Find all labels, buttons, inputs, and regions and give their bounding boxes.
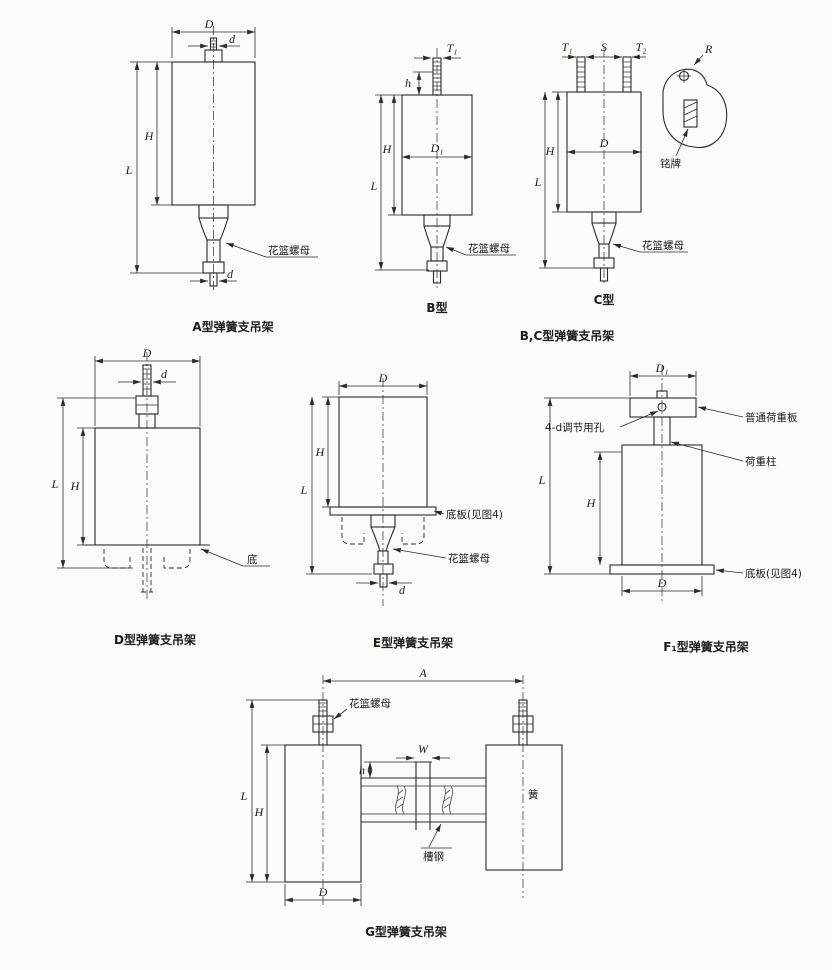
fig-g-dim-W: W [418,742,429,756]
fig-c-dim-L: L [534,175,542,189]
fig-a-dim-D: D [204,17,214,31]
fig-a-turnbuckle-label: 花篮螺母 [268,244,310,257]
fig-b-dim-D1: D₁ [430,141,444,155]
fig-a-dim-d-bottom: d [227,267,234,281]
fig-d-bottom-label: 底 [247,553,258,566]
fig-e-caption: E型弹簧支吊架 [373,635,453,650]
nameplate-detail: R 铭牌 [660,42,728,170]
fig-b-dim-H: H [382,142,393,156]
fig-d-dim-H: H [70,479,81,493]
fig-b-turnbuckle-label: 花篮螺母 [468,242,510,255]
fig-f1-dim-H: H [586,496,597,510]
fig-a-dim-H: H [144,129,155,143]
fig-f1-dim-D1: D₁ [655,361,669,375]
fig-g-dim-L: L [240,789,248,803]
fig-g-turnbuckle-label: 花篮螺母 [349,697,391,710]
fig-e-turnbuckle-label: 花篮螺母 [448,552,490,565]
fig-c-dim-S: S [601,40,607,54]
figure-e: D H L d 底板(见图4) 花篮螺母 E型弹簧支吊架 [300,371,503,650]
fig-f1-load-plate-label: 普通荷重板 [745,411,798,424]
fig-g-dim-H: H [254,805,265,819]
fig-g-dim-A: A [418,666,427,680]
fig-bc-group-caption: B,C型弹簧支吊架 [520,328,615,343]
fig-b-dim-L: L [370,179,378,193]
fig-e-dim-D: D [378,371,388,385]
fig-d-dim-d: d [161,367,168,381]
figure-a: D d H L d 花篮螺母 A型弹簧支吊架 [125,17,318,334]
figure-g: A 花篮螺母 W h [240,666,563,939]
fig-g-dim-D: D [318,885,328,899]
fig-b-dim-h: h [405,76,411,90]
fig-a-dim-d-top: d [229,32,236,46]
fig-c-dim-D: D [599,136,609,150]
figure-b: T₁ h D₁ H L 花篮螺母 B型 [370,41,516,315]
fig-b-caption: B型 [426,300,447,315]
fig-e-dim-L: L [300,483,308,497]
fig-f1-dim-D: D [657,576,667,590]
fig-f1-adjust-holes-label: 4-d调节用孔 [545,421,605,434]
fig-d-dim-D: D [142,346,152,360]
figure-f1: D₁ L H D 4-d调节用孔 普通荷重板 荷重柱 底板(见图4) F₁型弹簧… [538,361,802,654]
figure-c: T₁ S T₂ D H L 花篮螺母 C型 B,C型弹簧支吊架 [520,40,688,343]
fig-b-dim-T1: T₁ [447,41,458,55]
fig-g-caption: G型弹簧支吊架 [365,924,447,939]
fig-e-dim-d: d [399,583,406,597]
figure-d: D d H L 底 D型弹簧支吊架 [51,346,270,647]
fig-g-spring-label: 簧 [528,788,539,801]
fig-c-dim-H: H [545,144,556,158]
fig-c-turnbuckle-label: 花篮螺母 [642,239,684,252]
fig-g-channel-label: 槽钢 [423,850,444,863]
fig-c-caption: C型 [594,292,615,307]
fig-c-dim-T1: T₁ [562,40,573,54]
fig-d-dim-L: L [51,477,59,491]
fig-d-caption: D型弹簧支吊架 [114,632,196,647]
detail-nameplate-label: 铭牌 [660,157,681,170]
fig-e-base-plate-label: 底板(见图4) [446,508,503,521]
fig-f1-base-plate-label: 底板(见图4) [745,567,802,580]
fig-f1-dim-L: L [538,473,546,487]
fig-g-dim-h: h [359,763,365,777]
fig-a-dim-L: L [125,163,133,177]
fig-e-dim-H: H [315,445,326,459]
detail-dim-R: R [704,42,713,56]
fig-f1-caption: F₁型弹簧支吊架 [663,639,748,654]
fig-a-caption: A型弹簧支吊架 [192,319,273,334]
fig-c-dim-T2: T₂ [636,40,647,54]
fig-f1-load-column-label: 荷重柱 [745,455,777,468]
